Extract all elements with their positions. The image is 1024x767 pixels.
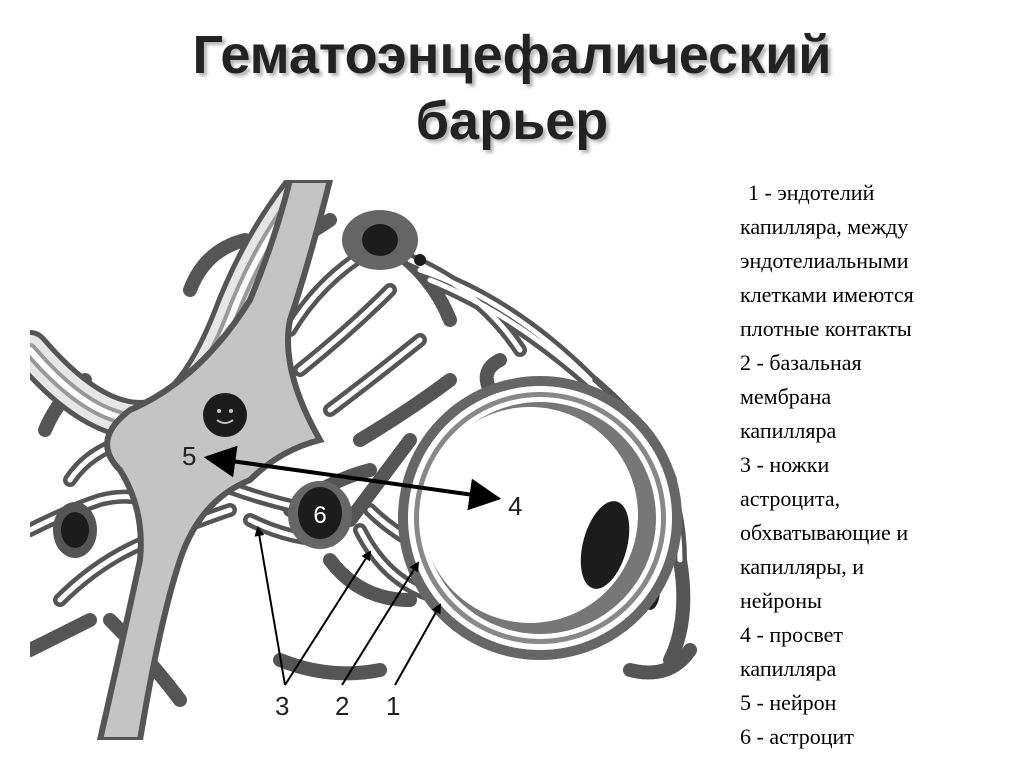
astrocyte: 6 — [288, 481, 352, 549]
legend-line: 6 - астроцит — [740, 724, 854, 749]
label-5: 5 — [182, 441, 196, 471]
legend-line: капилляра — [740, 656, 837, 681]
label-1: 1 — [386, 691, 400, 721]
label-4: 4 — [508, 491, 522, 521]
title-line-1: Гематоэнцефалический — [192, 25, 832, 85]
label-6: 6 — [313, 502, 326, 529]
legend-line: нейроны — [740, 588, 822, 613]
legend-line: 2 - базальная — [740, 350, 862, 375]
legend-line: клетками имеются — [740, 282, 914, 307]
legend-line: мембрана — [740, 384, 832, 409]
legend-line: 1 - эндотелий — [748, 180, 875, 205]
diffusion-arrow — [203, 445, 502, 511]
page-title: Гематоэнцефалический барьер — [0, 22, 1024, 154]
pointer-lines — [254, 526, 441, 686]
legend-line: 3 - ножки — [740, 452, 830, 477]
title-line-2: барьер — [415, 91, 609, 151]
legend-line: капилляра, между — [740, 214, 909, 239]
legend-line: капилляра — [740, 418, 837, 443]
capillary-cross-section: 4 — [398, 376, 682, 660]
label-2: 2 — [335, 691, 349, 721]
legend-line: обхватывающие и — [740, 520, 909, 545]
legend-line: капилляры, и — [740, 554, 865, 579]
legend-line: 5 - нейрон — [740, 690, 837, 715]
legend-line: плотные контакты — [740, 316, 912, 341]
legend-line: 4 - просвет — [740, 622, 844, 647]
label-3: 3 — [275, 691, 289, 721]
legend-line: астроцита, — [740, 486, 841, 511]
blood-brain-barrier-diagram: 6 4 5 3 2 1 — [30, 180, 697, 740]
legend-line: эндотелиальными — [740, 248, 909, 273]
legend: 1 - эндотелий капилляра, между эндотелиа… — [740, 176, 1010, 754]
